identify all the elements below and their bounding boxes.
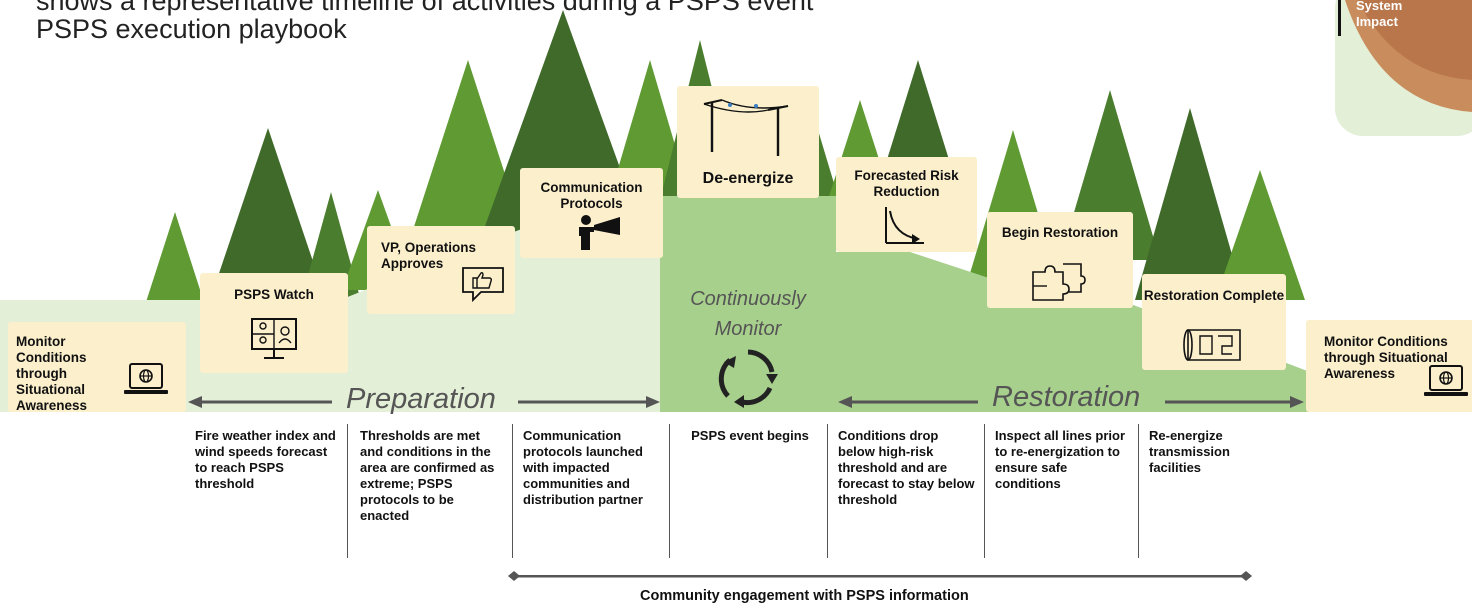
step-label-forecasted-risk-reduction: Forecasted Risk Reduction [854, 168, 959, 199]
continuous-monitor-label: Continuously Monitor [670, 284, 826, 344]
column-divider [827, 424, 828, 558]
description-communication: Communication protocols launched with im… [523, 428, 643, 507]
monitor-conditions-label-left: Monitor Conditions through Situational A… [16, 334, 88, 413]
phase-preparation: Preparation [346, 383, 496, 415]
laptop-globe-icon [1424, 365, 1468, 396]
continuous-monitor-line2: Monitor [714, 318, 782, 340]
declining-curve-icon [885, 207, 924, 244]
engagement-arrow [508, 571, 1252, 581]
puzzle-icon [1032, 263, 1086, 301]
step-label-begin-restoration: Begin Restoration [1001, 225, 1119, 240]
page-title: PSPS execution playbook [36, 14, 347, 44]
laptop-globe-icon [124, 363, 168, 394]
monitor-conditions-label-right: Monitor Conditions through Situational A… [1324, 334, 1448, 381]
step-label-communication-protocols: Communication Protocols [540, 180, 643, 211]
description-conditions-drop: Conditions drop below high-risk threshol… [838, 428, 975, 507]
step-card-vp-approves: VP, Operations Approves [367, 226, 515, 314]
step-card-psps-watch: PSPS Watch [200, 273, 348, 373]
column-divider [1138, 424, 1139, 558]
phase-restoration: Restoration [992, 381, 1141, 413]
description-fire-weather: Fire weather index and wind speeds forec… [195, 428, 336, 491]
partial-top-text: shows a representative timeline of activ… [36, 0, 814, 16]
video-conference-icon [251, 318, 297, 359]
step-label-vp-approves: VP, Operations Approves [381, 240, 477, 271]
description-event-begins: PSPS event begins [691, 428, 809, 443]
thumbs-up-bubble-icon [462, 267, 504, 303]
column-divider [512, 424, 513, 558]
system-impact-label: System Impact [1356, 0, 1403, 29]
description-thresholds-met: Thresholds are met and conditions in the… [360, 428, 495, 523]
step-label-de-energize: De-energize [702, 170, 794, 187]
community-engagement-label: Community engagement with PSPS informati… [640, 588, 969, 604]
step-card-restoration-complete: Restoration Complete [1142, 274, 1286, 370]
step-label-restoration-complete: Restoration Complete [1143, 288, 1285, 303]
system-impact-badge [1335, 0, 1472, 136]
description-inspect-lines: Inspect all lines prior to re-energizati… [995, 428, 1126, 491]
step-card-begin-restoration: Begin Restoration [987, 212, 1133, 308]
step-card-forecasted-risk-reduction: Forecasted Risk Reduction [836, 157, 977, 252]
cycle-arrows-icon [718, 349, 778, 408]
monitor-conditions-card-left: Monitor Conditions through Situational A… [8, 322, 186, 413]
column-divider [984, 424, 985, 558]
step-label-psps-watch: PSPS Watch [234, 287, 314, 302]
column-divider [669, 424, 670, 558]
blueprint-icon [1183, 329, 1241, 361]
monitor-conditions-card-right: Monitor Conditions through Situational A… [1306, 320, 1472, 412]
description-re-energize: Re-energize transmission facilities [1149, 428, 1230, 475]
power-lines-icon [703, 99, 789, 156]
step-card-communication-protocols: Communication Protocols [520, 168, 663, 258]
megaphone-person-icon [579, 215, 620, 250]
phase-arrows [188, 396, 1304, 408]
column-divider [347, 424, 348, 558]
continuous-monitor-line1: Continuously [690, 288, 806, 310]
step-card-de-energize: De-energize [677, 86, 819, 198]
